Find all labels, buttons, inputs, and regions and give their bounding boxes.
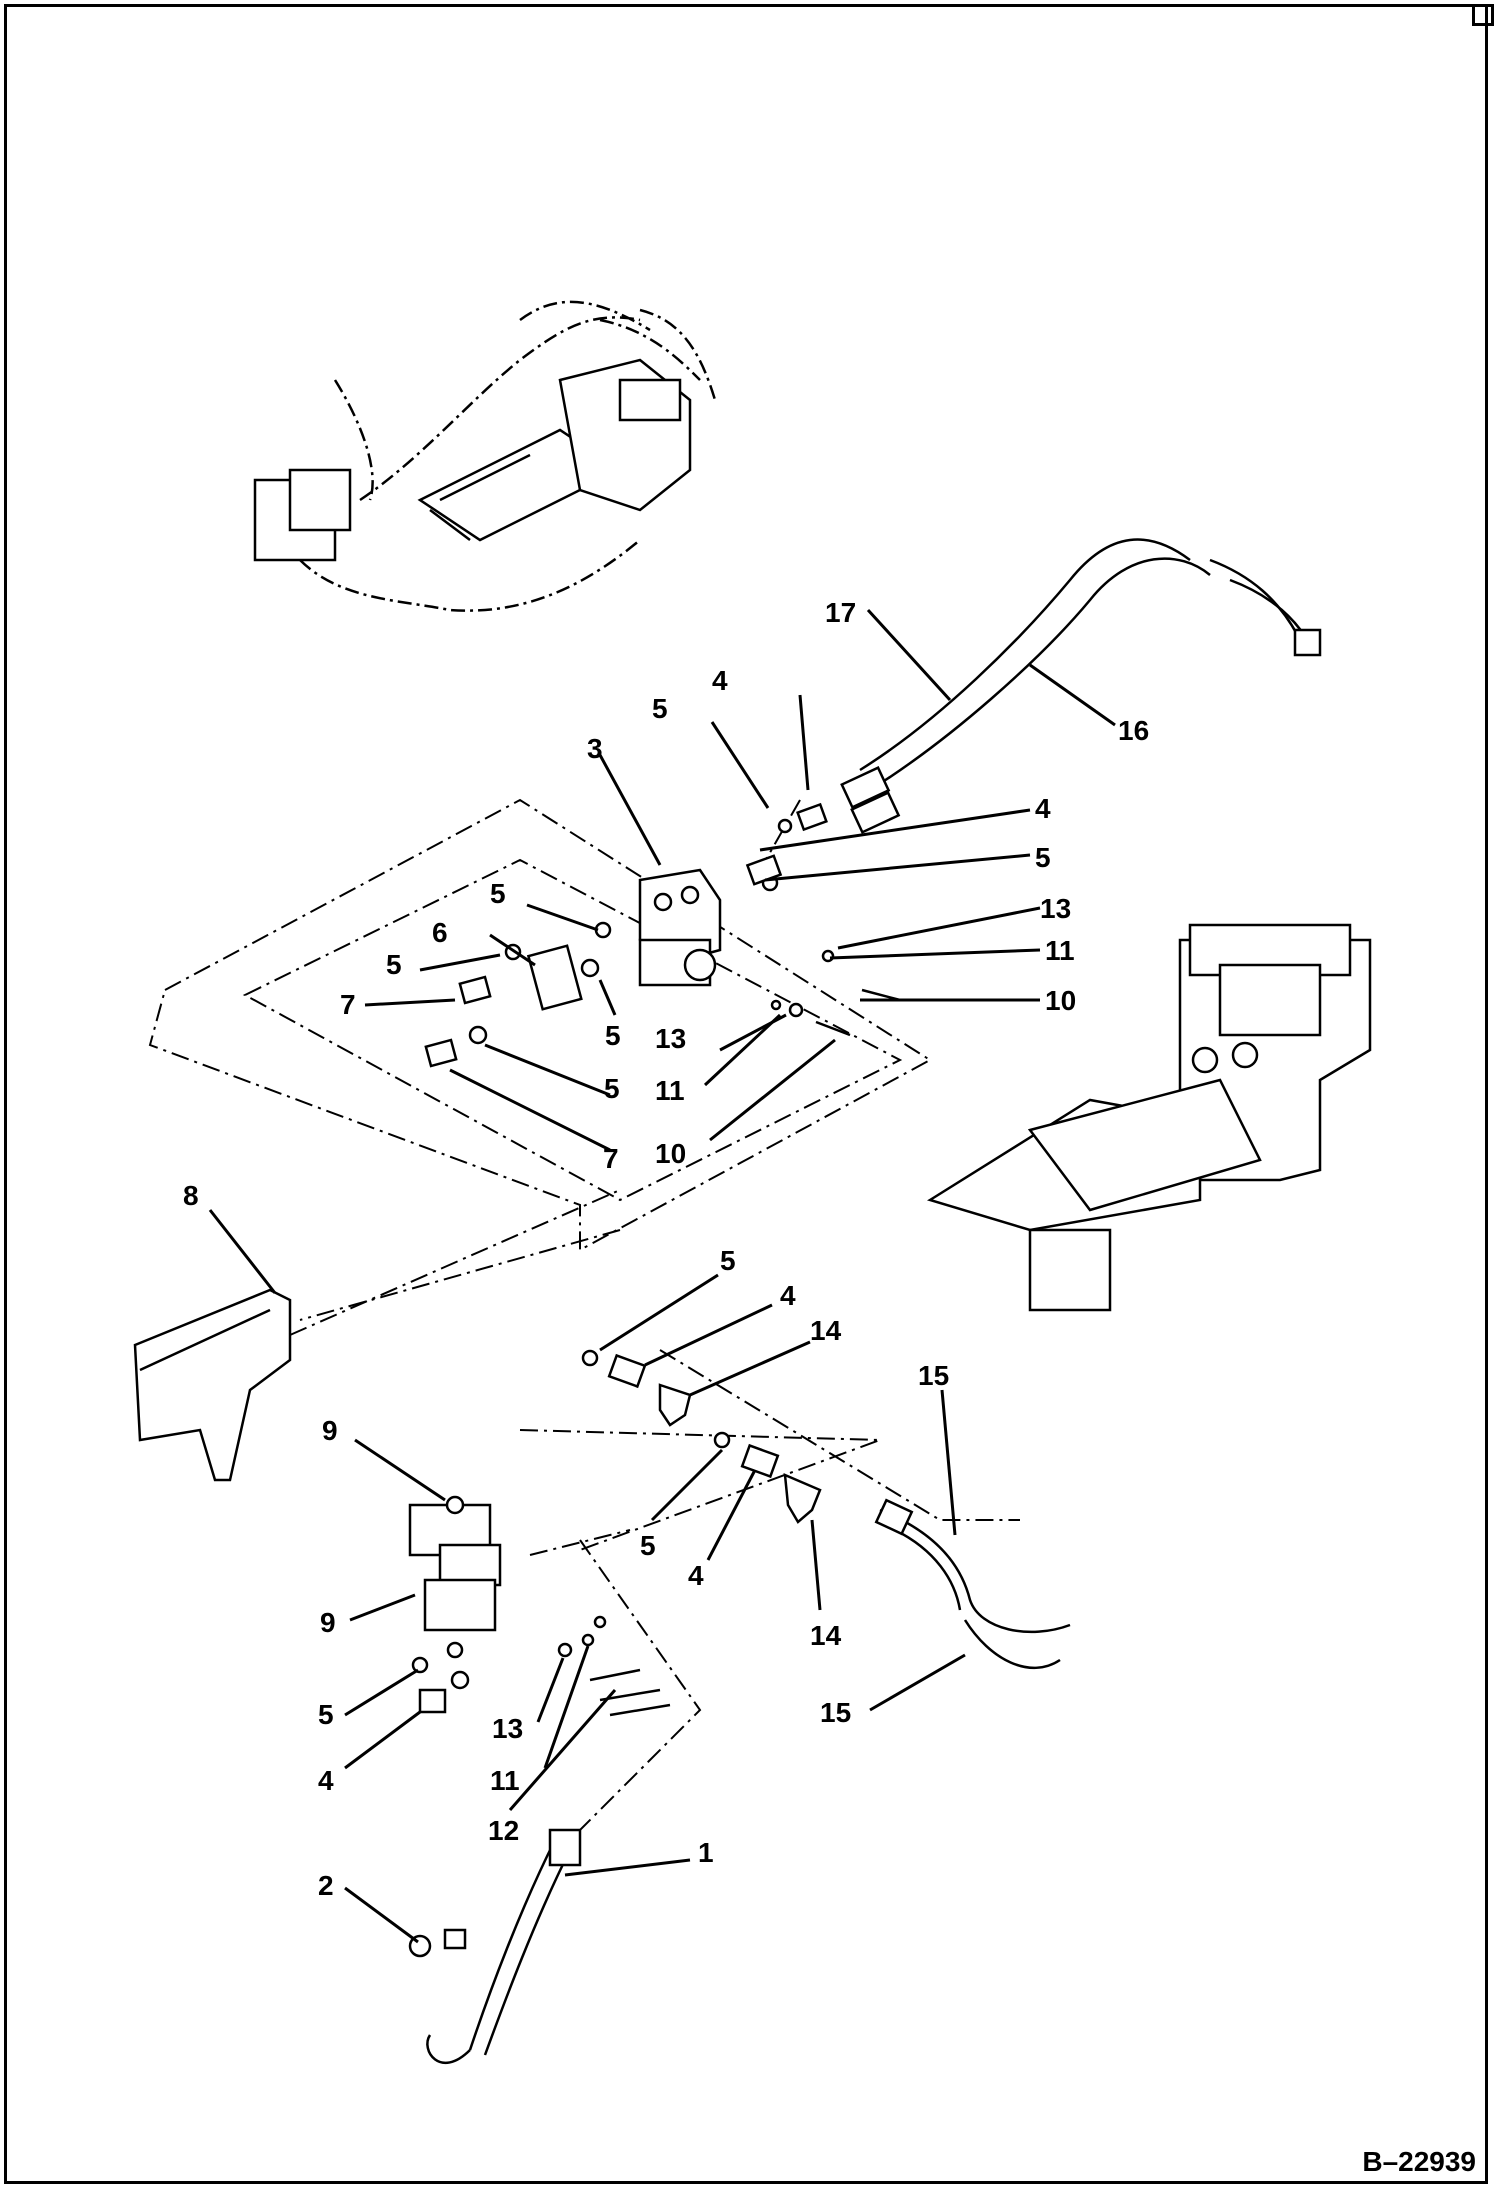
- callout-7: 7: [340, 989, 356, 1020]
- callout-1: 1: [698, 1837, 714, 1868]
- callout-14: 14: [810, 1620, 842, 1651]
- callout-5: 5: [490, 878, 506, 909]
- callout-7: 7: [603, 1143, 619, 1174]
- callout-4: 4: [688, 1560, 704, 1591]
- callout-10: 10: [655, 1138, 686, 1169]
- callout-3: 3: [587, 733, 603, 764]
- callout-5: 5: [652, 693, 668, 724]
- hose-16-17: [840, 538, 1322, 834]
- valves-9: [408, 1495, 671, 1717]
- callout-5: 5: [1035, 842, 1051, 873]
- drawing-border: [4, 4, 1488, 2184]
- mid-fittings: [581, 1349, 822, 1524]
- leader-lines: [208, 608, 1116, 1944]
- callout-5: 5: [720, 1245, 736, 1276]
- hose-1: [408, 1828, 582, 2065]
- callout-4: 4: [1035, 793, 1051, 824]
- drawing-number: B–22939: [1362, 2146, 1476, 2177]
- callout-2: 2: [318, 1870, 334, 1901]
- callout-numbers: 3 5 4 17 16 4 5 13 11 10 5 6 5 7 5 5 7 1…: [183, 597, 1149, 1901]
- callout-11: 11: [1045, 935, 1075, 966]
- callout-11: 11: [655, 1075, 685, 1106]
- callout-5: 5: [604, 1073, 620, 1104]
- callout-4: 4: [318, 1765, 334, 1796]
- corner-mark: [1472, 4, 1494, 26]
- callout-4: 4: [712, 665, 728, 696]
- callout-5: 5: [605, 1020, 621, 1051]
- callout-10: 10: [1045, 985, 1076, 1016]
- callout-9: 9: [322, 1415, 338, 1446]
- callout-15: 15: [918, 1360, 949, 1391]
- callout-6: 6: [432, 917, 448, 948]
- overview-assembly-top: [253, 300, 717, 612]
- callout-4: 4: [780, 1280, 796, 1311]
- callout-5: 5: [318, 1699, 334, 1730]
- hose-15: [874, 1498, 1071, 1670]
- callout-15: 15: [820, 1697, 851, 1728]
- callout-14: 14: [810, 1315, 842, 1346]
- callout-17: 17: [825, 597, 856, 628]
- assembly-centerlines: [148, 798, 1020, 1851]
- callout-8: 8: [183, 1180, 199, 1211]
- callout-13: 13: [1040, 893, 1071, 924]
- callout-13: 13: [492, 1713, 523, 1744]
- callout-13: 13: [655, 1023, 686, 1054]
- overview-assembly-right: [926, 923, 1372, 1312]
- callout-11: 11: [490, 1765, 520, 1796]
- callout-12: 12: [488, 1815, 519, 1846]
- callout-16: 16: [1118, 715, 1149, 746]
- callout-5: 5: [386, 949, 402, 980]
- callout-5: 5: [640, 1530, 656, 1561]
- bracket-8: [133, 1288, 292, 1482]
- callout-9: 9: [320, 1607, 336, 1638]
